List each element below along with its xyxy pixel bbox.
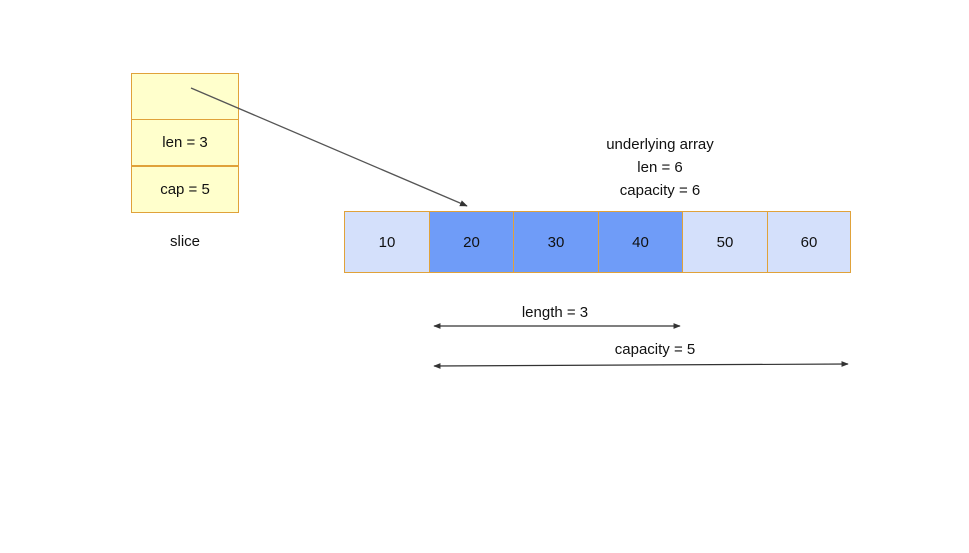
array-cell: 40	[598, 211, 683, 273]
array-cell: 60	[767, 211, 851, 273]
array-cell-value: 20	[463, 233, 480, 251]
array-caption-title: underlying array	[606, 136, 714, 153]
length-label: length = 3	[521, 304, 589, 321]
array-cell: 20	[429, 211, 514, 273]
capacity-range-arrow	[433, 361, 849, 369]
array-cell: 30	[513, 211, 599, 273]
slice-cap-field: cap = 5	[131, 166, 239, 213]
capacity-label: capacity = 5	[614, 341, 696, 358]
slice-pointer-field	[131, 73, 239, 120]
pointer-arrow	[190, 87, 468, 207]
underlying-array: 10 20 30 40 50 60	[344, 211, 851, 273]
slice-cap-label: cap = 5	[160, 181, 210, 198]
array-caption-capacity: capacity = 6	[619, 182, 701, 199]
slice-caption: slice	[169, 233, 200, 250]
array-caption: underlying array len = 6 capacity = 6	[560, 133, 760, 202]
array-cell-value: 30	[547, 233, 565, 251]
array-cell-value: 10	[378, 233, 396, 251]
slice-len-field: len = 3	[131, 119, 239, 166]
array-cell-value: 40	[632, 233, 649, 251]
array-cell: 10	[344, 211, 430, 273]
array-cell-value: 60	[800, 233, 818, 251]
slice-len-label: len = 3	[162, 134, 208, 151]
array-caption-len: len = 6	[637, 159, 683, 176]
array-cell-value: 50	[716, 233, 734, 251]
